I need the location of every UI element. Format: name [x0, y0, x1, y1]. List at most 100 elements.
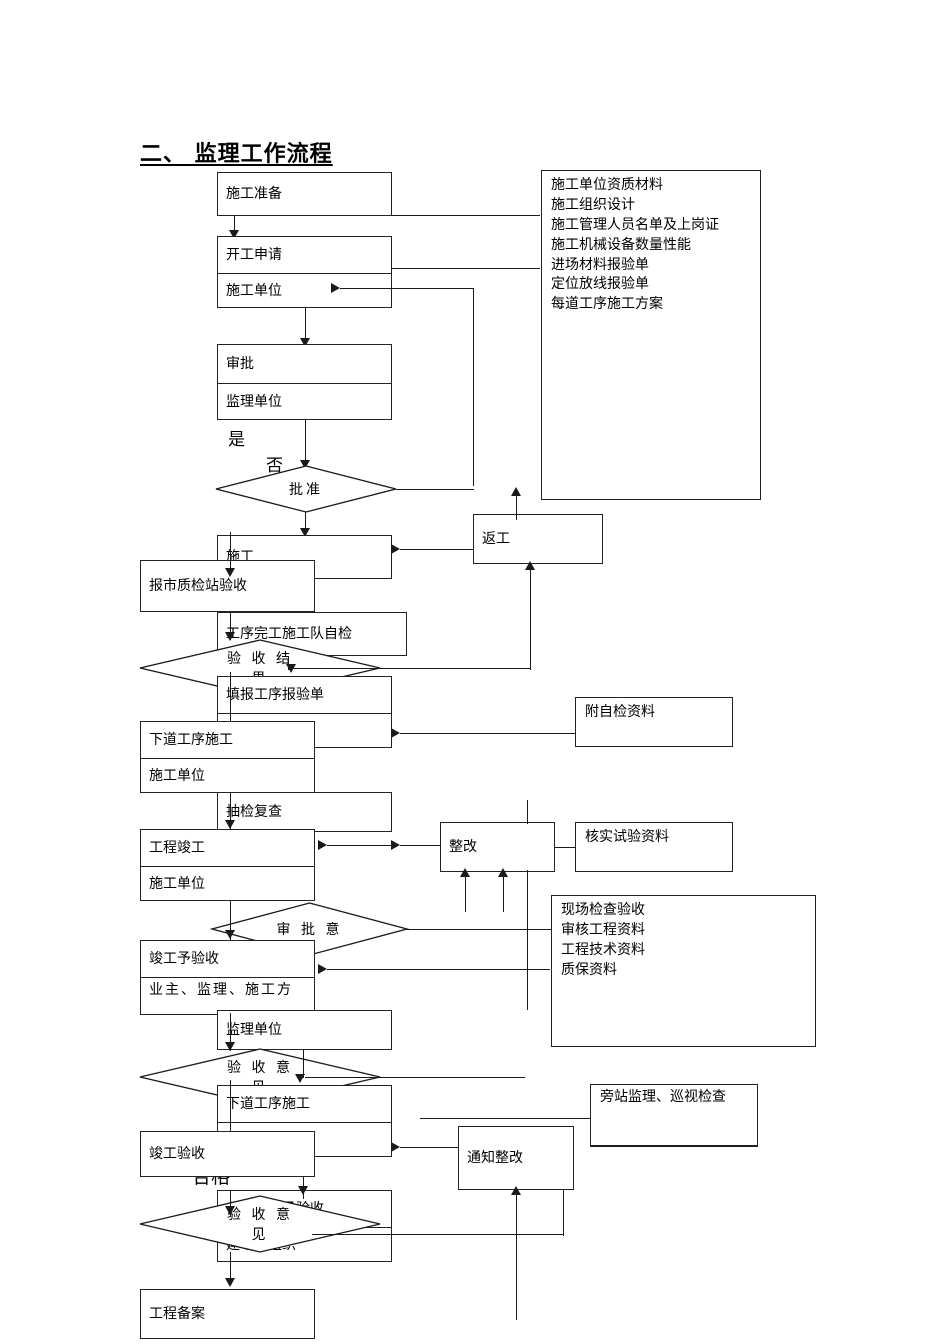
- node-rectify[interactable]: 整改: [440, 822, 555, 872]
- node-pre-acceptance[interactable]: 竣工予验收 业主、监理、施工方: [140, 940, 315, 1015]
- arrowhead-preacceptance-to-opinion1: [225, 1042, 235, 1051]
- arrowhead-result-to-fillform: [286, 664, 296, 673]
- arrowhead-rectify-to-completion: [391, 840, 400, 850]
- node-project-completion[interactable]: 工程竣工 施工单位: [140, 829, 315, 901]
- connector-result-to-rework: [290, 668, 530, 670]
- connector-notify-to-next2: [400, 1147, 458, 1149]
- connector-opinion2-right: [312, 1234, 564, 1236]
- arrowhead-into-notify-bottom: [511, 1186, 521, 1195]
- decision-acceptance-opinion-2[interactable]: 验 收 意 见: [139, 1195, 381, 1253]
- connector-into-opinion2: [230, 1190, 232, 1216]
- arrowhead-completion-to-opinion: [225, 930, 235, 939]
- connector-opinion1-right: [305, 1077, 525, 1079]
- connector-opinion1-down: [303, 1050, 305, 1078]
- arrowhead-into-rectify-a: [460, 868, 470, 877]
- label-no-approve: 否: [266, 456, 283, 476]
- node-rework[interactable]: 返工: [473, 514, 603, 564]
- node-construction-prep[interactable]: 施工准备: [217, 172, 392, 216]
- node-project-filing[interactable]: 工程备案: [140, 1289, 315, 1339]
- node-fill-inspection-form-title: 填报工序报验单: [226, 686, 324, 703]
- connector-into-report-box: [230, 532, 232, 574]
- node-start-application-owner: 施工单位: [218, 273, 391, 309]
- note-submission-materials: 施工单位资质材料 施工组织设计 施工管理人员名单及上岗证 施工机械设备数量性能 …: [541, 170, 761, 500]
- arrowhead-prep-to-application: [229, 230, 239, 239]
- node-notify-rectify-label: 通知整改: [467, 1149, 523, 1166]
- node-rework-label: 返工: [482, 530, 510, 547]
- connector-rectify-to-completion: [400, 845, 445, 847]
- arrowhead-final-to-phase: [298, 1186, 308, 1195]
- arrowhead-into-report-box: [225, 568, 235, 577]
- note-side-station-divider: [590, 1146, 758, 1148]
- arrowhead-selfcheckdata-to-fillform: [391, 728, 400, 738]
- node-next-process-owner: 施工单位: [141, 758, 314, 794]
- arrowhead-opinion1-to-next2: [295, 1074, 305, 1083]
- connector-completion-to-opinion: [230, 901, 232, 941]
- node-next-process[interactable]: 下道工序施工 施工单位: [140, 721, 315, 793]
- connector-application-to-notes: [392, 268, 540, 270]
- connector-loop-into-application: [340, 288, 474, 290]
- connector-loop-to-completion: [327, 845, 392, 847]
- note-verify-test-data: 核实试验资料: [575, 822, 733, 872]
- node-construction-prep-label: 施工准备: [226, 185, 282, 202]
- node-rectify-label: 整改: [449, 838, 477, 855]
- connector-loop-vertical-right: [473, 288, 475, 486]
- node-project-completion-title: 工程竣工: [149, 839, 205, 856]
- arrowhead-application-to-approval: [300, 338, 310, 347]
- connector-into-notify-bottom: [516, 1190, 518, 1320]
- connector-rectify-down: [527, 870, 529, 1010]
- decision-approve[interactable]: 批准: [215, 465, 397, 513]
- page-title: 二、 监理工作流程: [140, 142, 333, 167]
- arrowhead-report-to-selfcheck: [225, 632, 235, 641]
- connector-approval-to-decision: [305, 420, 307, 465]
- arrowhead-next-to-completion: [225, 820, 235, 829]
- connector-sidestation-left: [420, 1118, 590, 1120]
- connector-selfcheckdata-to-fillform: [400, 733, 575, 735]
- connector-opinion-right: [405, 929, 605, 931]
- connector-rework-up: [516, 490, 518, 520]
- node-approval-review-owner: 监理单位: [218, 383, 391, 421]
- node-final-acceptance[interactable]: 竣工验收: [140, 1131, 315, 1177]
- connector-fillform-to-next: [230, 672, 232, 730]
- arrowhead-decision-to-construction: [300, 528, 310, 537]
- connector-application-to-approval: [305, 308, 307, 342]
- note-side-station: 旁站监理、巡视检查: [590, 1084, 758, 1146]
- arrowhead-loop-to-completion: [318, 840, 327, 850]
- connector-rework-to-construction: [400, 549, 478, 551]
- connector-next2-to-final: [230, 1080, 232, 1140]
- node-next-process-2-title: 下道工序施工: [226, 1095, 310, 1112]
- decision-acceptance-opinion-2-shape: [139, 1195, 381, 1253]
- connector-opinion2-right-up: [563, 1190, 565, 1236]
- node-project-completion-owner: 施工单位: [141, 866, 314, 902]
- node-approval-review-title: 审批: [226, 355, 254, 372]
- arrowhead-siteinspection-to-preacceptance: [318, 964, 327, 974]
- node-next-process-title: 下道工序施工: [149, 731, 233, 748]
- arrowhead-into-rectify-b: [498, 868, 508, 877]
- connector-siteinspection-to-preacceptance: [327, 969, 550, 971]
- node-start-application[interactable]: 开工申请 施工单位: [217, 236, 392, 308]
- node-approval-review[interactable]: 审批 监理单位: [217, 344, 392, 420]
- arrowhead-rework-up: [511, 487, 521, 496]
- connector-into-rectify-a: [465, 872, 467, 912]
- connector-decision-to-loop: [396, 489, 474, 491]
- node-process-self-check-label: 工序完工施工队自检: [226, 625, 352, 642]
- node-spot-recheck-label: 抽检复查: [226, 803, 282, 820]
- node-spot-recheck[interactable]: 抽检复查: [217, 792, 392, 832]
- node-supervision-unit[interactable]: 监理单位: [217, 1010, 392, 1050]
- label-yes-approve: 是: [228, 430, 245, 450]
- arrowhead-loop-into-application: [331, 283, 340, 293]
- node-notify-rectify[interactable]: 通知整改: [458, 1126, 574, 1190]
- node-report-quality-station-label: 报市质检站验收: [149, 577, 247, 594]
- connector-opinion2-to-filing: [230, 1252, 232, 1284]
- connector-preacceptance-to-opinion1: [230, 1013, 232, 1051]
- connector-report-to-selfcheck: [230, 612, 232, 640]
- connector-prep-to-notes: [392, 215, 540, 217]
- node-supervision-unit-label: 监理单位: [226, 1021, 282, 1038]
- node-final-acceptance-label: 竣工验收: [149, 1145, 205, 1162]
- note-site-inspection: 现场检查验收 审核工程资料 工程技术资料 质保资料: [551, 895, 816, 1047]
- arrowhead-approval-to-decision: [300, 460, 310, 469]
- arrowhead-into-opinion2: [225, 1206, 235, 1215]
- arrowhead-opinion2-to-filing: [225, 1278, 235, 1287]
- note-self-check-data: 附自检资料: [575, 697, 733, 747]
- connector-next-to-completion: [230, 793, 232, 829]
